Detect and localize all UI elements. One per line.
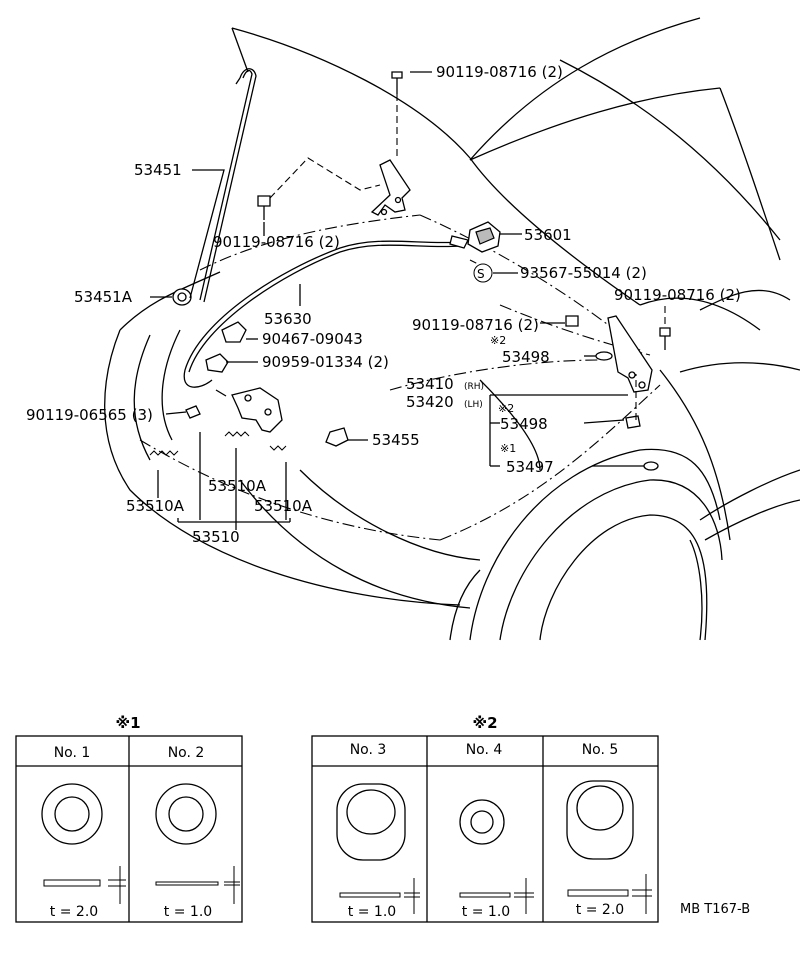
vehicle-body-outline xyxy=(104,17,800,641)
hood-release-lever-53601 xyxy=(467,221,501,253)
label-53510: 53510 xyxy=(192,528,240,546)
table1-thickness-no2: t = 1.0 xyxy=(164,904,212,920)
table1-header-no1: No. 1 xyxy=(54,745,91,761)
table2-header-no4: No. 4 xyxy=(466,742,503,758)
label-53420: 53420 xyxy=(406,393,454,411)
table2-thickness-no4: t = 1.0 xyxy=(462,904,510,920)
table2-header-no3: No. 3 xyxy=(350,742,387,758)
label-53498-a: 53498 xyxy=(502,348,550,366)
label-s-symbol: S xyxy=(477,267,485,281)
label-53497: 53497 xyxy=(506,458,554,476)
label-90119-06565: 90119-06565 (3) xyxy=(26,406,153,424)
hood-hinge-upper xyxy=(370,71,411,216)
hood-lock-cable-53630 xyxy=(183,235,469,388)
label-53451: 53451 xyxy=(134,161,182,179)
label-53510A-right: 53510A xyxy=(254,497,313,515)
label-90119-08716-top: 90119-08716 (2) xyxy=(436,63,563,81)
label-mark2-a: ※2 xyxy=(490,334,506,347)
label-53510A-center: 53510A xyxy=(208,477,267,495)
label-93567-55014: 93567-55014 (2) xyxy=(520,264,647,282)
label-53455: 53455 xyxy=(372,431,420,449)
label-53510A-left: 53510A xyxy=(126,497,185,515)
figure-code: MB T167-B xyxy=(680,902,750,917)
cable-clamp-90959 xyxy=(205,353,229,373)
cable-clamp-90467 xyxy=(221,321,247,343)
label-53630: 53630 xyxy=(264,310,312,328)
hood-bumper-53455 xyxy=(325,427,349,447)
lock-springs-53510A xyxy=(149,431,287,456)
shim-table-2: ※2 No. 3 No. 4 No. 5 t = 1.0 t = 1.0 t =… xyxy=(311,714,659,923)
table2-title: ※2 xyxy=(472,714,497,732)
support-rod-holder-53451A xyxy=(172,288,192,306)
label-90119-08716-mid: 90119-08716 (2) xyxy=(412,316,539,334)
label-53410: 53410 xyxy=(406,375,454,393)
label-90467-09043: 90467-09043 xyxy=(262,330,363,348)
label-mark1: ※1 xyxy=(500,442,516,455)
label-53601: 53601 xyxy=(524,226,572,244)
table2-thickness-no3: t = 1.0 xyxy=(348,904,396,920)
leader-lines xyxy=(150,71,666,530)
label-90119-08716-right: 90119-08716 (2) xyxy=(614,286,741,304)
label-90959-01334: 90959-01334 (2) xyxy=(262,353,389,371)
table1-header-no2: No. 2 xyxy=(168,745,205,761)
label-53451A: 53451A xyxy=(74,288,133,306)
hood-hinge-right xyxy=(607,315,671,393)
hinge-bolts xyxy=(257,195,579,327)
hinge-shims xyxy=(595,351,659,471)
label-rh: (RH) xyxy=(464,382,484,392)
label-lh: (LH) xyxy=(464,400,483,410)
screw-93567-55014 xyxy=(473,263,493,283)
label-53498-b: 53498 xyxy=(500,415,548,433)
table2-thickness-no5: t = 2.0 xyxy=(576,902,624,918)
label-mark2-b: ※2 xyxy=(498,402,514,415)
callout-labels: 90119-08716 (2) 53451 90119-08716 (2) 53… xyxy=(26,63,741,546)
hood-support-rod xyxy=(199,68,257,303)
table2-header-no5: No. 5 xyxy=(582,742,619,758)
shim-table-1: ※1 No. 1 No. 2 t = 2.0 t = 1.0 xyxy=(15,714,243,923)
hood-lock-assembly-53510 xyxy=(215,387,283,433)
table1-title: ※1 xyxy=(115,714,140,732)
table1-thickness-no1: t = 2.0 xyxy=(50,904,98,920)
lock-bolts-90119-06565 xyxy=(185,405,201,419)
label-90119-08716-left: 90119-08716 (2) xyxy=(213,233,340,251)
